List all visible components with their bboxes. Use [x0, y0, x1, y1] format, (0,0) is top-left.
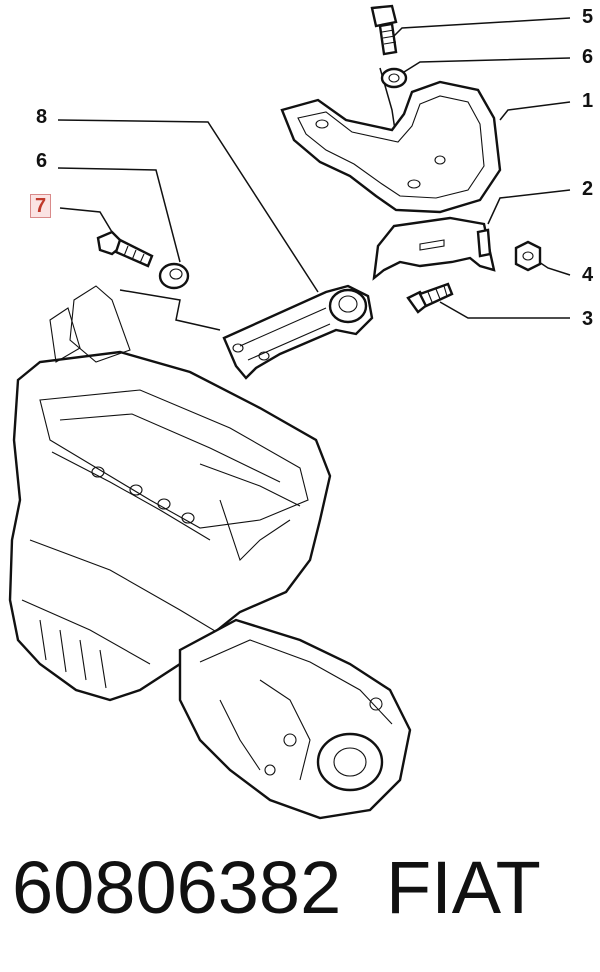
callout-4: 4 — [582, 264, 594, 286]
part-1-bracket — [280, 80, 502, 214]
part-6-washer-left — [158, 262, 190, 290]
part-2-plate — [372, 216, 496, 281]
part-8-torque-rod — [222, 284, 374, 380]
part-3-bolt — [406, 282, 454, 314]
callout-3: 3 — [582, 308, 594, 330]
brand-name: FIAT — [386, 846, 541, 929]
callout-8: 8 — [36, 106, 48, 128]
part-6-washer-top — [380, 67, 408, 89]
callout-2: 2 — [582, 178, 594, 200]
callout-6-top: 6 — [582, 46, 594, 68]
callout-7-highlighted: 7 — [30, 194, 52, 218]
part-5-bolt — [370, 4, 398, 56]
gearbox — [178, 618, 412, 820]
part-7-bolt — [96, 230, 154, 268]
callout-6-left: 6 — [36, 150, 48, 172]
callout-1: 1 — [582, 90, 594, 112]
callout-5: 5 — [582, 6, 594, 28]
exploded-parts-diagram — [8, 4, 571, 820]
part-4-nut — [514, 240, 542, 272]
part-number: 60806382 — [12, 846, 342, 929]
